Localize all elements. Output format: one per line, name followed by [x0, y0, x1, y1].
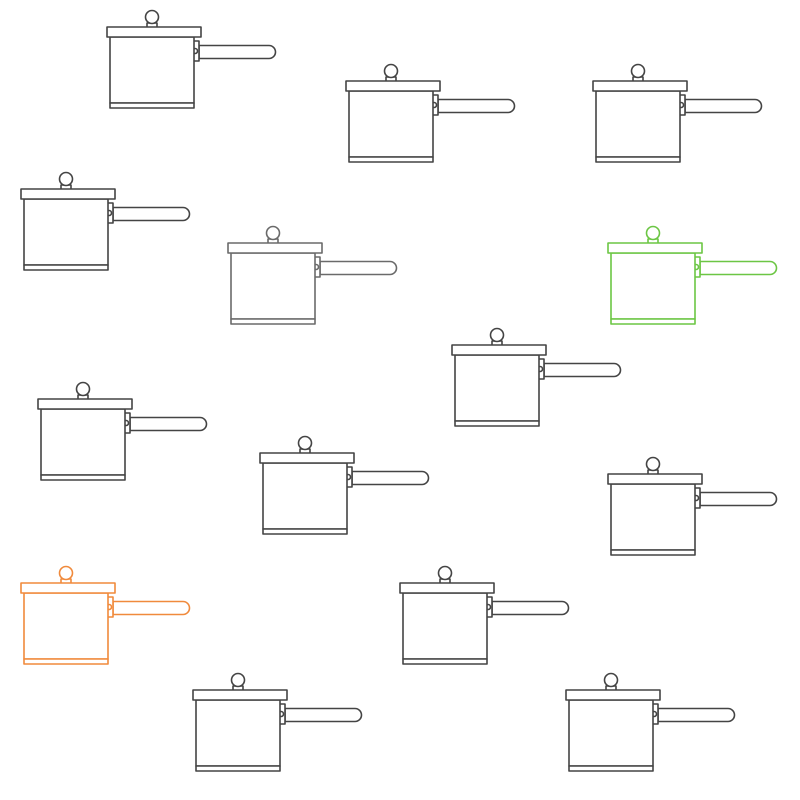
pot-handle [284, 707, 363, 723]
pot-handle [491, 600, 570, 616]
pot-handle [319, 260, 398, 276]
saucepan-icon [37, 381, 208, 481]
lid-knob [645, 225, 661, 241]
pot-lid [345, 80, 441, 92]
saucepan-icon [592, 63, 763, 163]
pot-lid [592, 80, 688, 92]
pot-base [610, 549, 696, 556]
lid-knob [437, 565, 453, 581]
pot-base [454, 420, 540, 427]
pot-base [40, 474, 126, 481]
saucepan-icon [20, 565, 191, 665]
pot-handle [699, 260, 778, 276]
pot-base [23, 264, 109, 271]
lid-knob [489, 327, 505, 343]
lid-knob [297, 435, 313, 451]
saucepan-icon [259, 435, 430, 535]
pot-lid [565, 689, 661, 701]
pot-handle [699, 491, 778, 507]
pot-body [195, 699, 281, 767]
pot-lid [607, 242, 703, 254]
saucepan-icon [106, 9, 277, 109]
pot-handle [437, 98, 516, 114]
pot-base [23, 658, 109, 665]
pot-handle [657, 707, 736, 723]
pot-body [348, 90, 434, 158]
pot-lid [192, 689, 288, 701]
lid-knob [645, 456, 661, 472]
saucepan-icon [451, 327, 622, 427]
pot-handle [543, 362, 622, 378]
pot-base [195, 765, 281, 772]
pot-body [109, 36, 195, 104]
saucepan-icon [607, 225, 778, 325]
lid-knob [630, 63, 646, 79]
pot-body [454, 354, 540, 422]
saucepan-icon [227, 225, 398, 325]
pot-body [23, 198, 109, 266]
pot-base [610, 318, 696, 325]
pot-layer [20, 9, 778, 772]
pot-body [23, 592, 109, 660]
saucepan-icon [192, 672, 363, 772]
lid-knob [383, 63, 399, 79]
pot-body [610, 483, 696, 551]
pot-lid [607, 473, 703, 485]
pot-base [595, 156, 681, 163]
saucepan-icon [345, 63, 516, 163]
lid-knob [58, 565, 74, 581]
pot-lid [227, 242, 323, 254]
pot-base [230, 318, 316, 325]
lid-knob [144, 9, 160, 25]
pot-handle [351, 470, 430, 486]
lid-knob [58, 171, 74, 187]
pot-lid [451, 344, 547, 356]
pot-base [262, 528, 348, 535]
pot-body [402, 592, 488, 660]
saucepan-icon [399, 565, 570, 665]
pot-handle [112, 600, 191, 616]
pot-lid [399, 582, 495, 594]
pot-base [109, 102, 195, 109]
pot-lid [37, 398, 133, 410]
lid-knob [75, 381, 91, 397]
pot-body [610, 252, 696, 320]
pot-body [262, 462, 348, 530]
pot-base [402, 658, 488, 665]
pot-body [568, 699, 654, 767]
pot-handle [129, 416, 208, 432]
pot-body [230, 252, 316, 320]
pot-base [568, 765, 654, 772]
pot-lid [20, 582, 116, 594]
pot-handle [198, 44, 277, 60]
pot-body [595, 90, 681, 158]
pot-lid [259, 452, 355, 464]
saucepan-icon [20, 171, 191, 271]
lid-knob [265, 225, 281, 241]
saucepan-icon [607, 456, 778, 556]
saucepan-icon [565, 672, 736, 772]
pot-handle [684, 98, 763, 114]
pot-handle [112, 206, 191, 222]
pot-base [348, 156, 434, 163]
pot-lid [20, 188, 116, 200]
pot-body [40, 408, 126, 476]
pot-lid [106, 26, 202, 38]
lid-knob [230, 672, 246, 688]
lid-knob [603, 672, 619, 688]
